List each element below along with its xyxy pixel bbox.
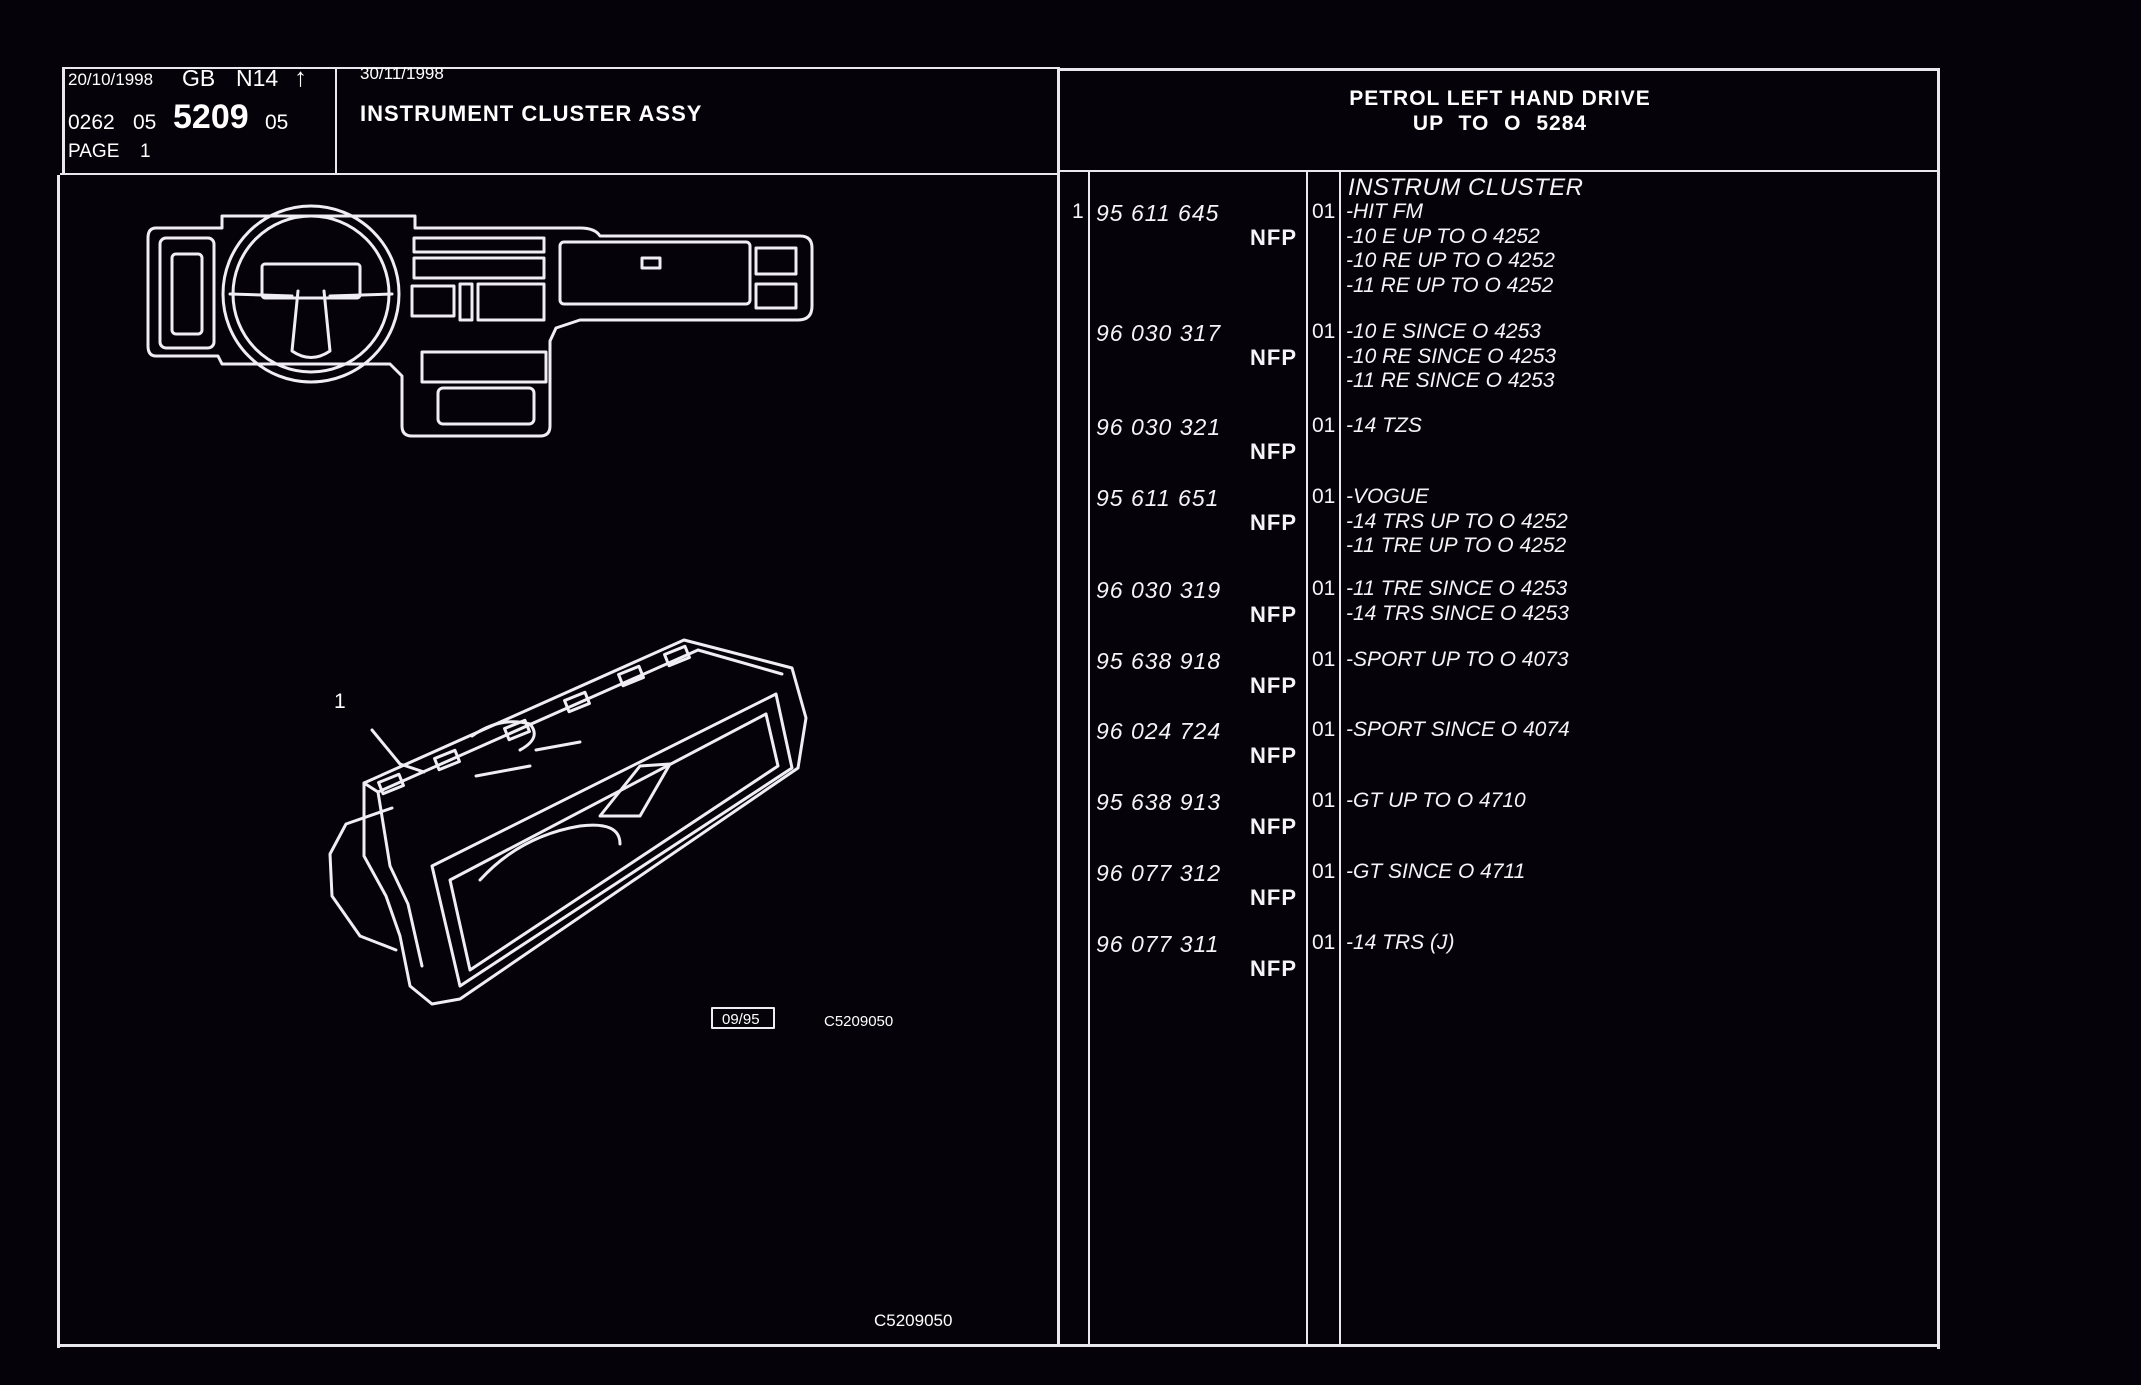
page-title: INSTRUMENT CLUSTER ASSY [360,101,703,126]
parts-section-title: INSTRUM CLUSTER [1348,174,1584,201]
illustration: 1 09/95 C5209050 [146,204,893,1030]
cluster-drawing [328,638,808,1006]
part-quantity: 01 [1312,931,1336,954]
nfp-badge: NFP [1250,225,1297,250]
part-quantity: 01 [1312,789,1336,812]
callout-number: 1 [334,690,346,713]
date-box [711,1007,775,1029]
header-page-number: 1 [140,141,151,162]
nfp-badge: NFP [1250,345,1297,370]
main-col-divider [1057,67,1060,1346]
part-ref-number: 1 [1072,200,1084,223]
header-doc-group: 05 [133,111,157,134]
nfp-badge: NFP [1250,673,1297,698]
part-number: 96 077 311 [1096,931,1220,957]
header-date-left: 20/10/1998 [68,70,154,89]
nfp-badge: NFP [1250,956,1297,981]
part-description: -GT UP TO O 4710 [1346,789,1526,812]
header-doc-number: 5209 [173,98,249,136]
frame-top-right [1060,68,1940,71]
header-market-code: GB [182,65,216,91]
dashboard-drawing [146,204,814,438]
part-quantity: 01 [1312,577,1336,600]
part-number: 96 077 312 [1096,860,1222,886]
parts-col-ref [1088,170,1090,1346]
nfp-badge: NFP [1250,439,1297,464]
part-description: -HIT FM -10 E UP TO O 4252 -10 RE UP TO … [1346,200,1555,297]
footer-ref: C5209050 [874,1311,953,1330]
nfp-badge: NFP [1250,885,1297,910]
part-description: -GT SINCE O 4711 [1346,860,1526,883]
part-quantity: 01 [1312,320,1336,343]
part-description: -VOGUE -14 TRS UP TO O 4252 -11 TRE UP T… [1346,485,1568,557]
part-quantity: 01 [1312,860,1336,883]
part-description: -11 TRE SINCE O 4253 -14 TRS SINCE O 425… [1346,577,1569,625]
part-description: -14 TZS [1346,414,1422,437]
header-col-divider [335,67,337,173]
part-description: -14 TRS (J) [1346,931,1455,954]
part-description: -SPORT UP TO O 4073 [1346,648,1569,671]
part-number: 96 024 724 [1096,718,1222,744]
frame-bottom [57,1344,1940,1347]
frame-left-bottom [57,175,60,1348]
nfp-badge: NFP [1250,814,1297,839]
callout-leader [370,728,426,774]
nfp-badge: NFP [1250,743,1297,768]
nfp-badge: NFP [1250,510,1297,535]
nfp-badge: NFP [1250,602,1297,627]
frame-right [1937,68,1940,1349]
part-number: 96 030 319 [1096,577,1222,603]
frame-left-top [62,67,65,175]
part-number: 96 030 317 [1096,320,1222,346]
part-quantity: 01 [1312,718,1336,741]
part-number: 96 030 321 [1096,414,1222,440]
parts-col-qty-left [1306,170,1308,1346]
frame-top-left [62,67,1060,69]
part-description: -10 E SINCE O 4253 -10 RE SINCE O 4253 -… [1346,320,1557,392]
part-quantity: 01 [1312,414,1336,437]
part-number: 95 638 918 [1096,648,1222,674]
parts-col-qty-right [1339,170,1341,1346]
header-arrow-icon: ↑ [294,62,307,92]
part-description: -SPORT SINCE O 4074 [1346,718,1570,741]
header-page-label: PAGE [68,141,120,162]
part-quantity: 01 [1312,485,1336,508]
header-doc-prefix: 0262 [68,111,115,134]
variant-line2: UP TO O 5284 [1412,112,1588,135]
header-divider-right [1060,170,1939,172]
variant-line1: PETROL LEFT HAND DRIVE [1349,87,1651,110]
part-number: 95 611 651 [1096,485,1220,511]
drawing-ref: C5209050 [824,1013,893,1030]
part-quantity: 01 [1312,648,1336,671]
header-divider-left [60,173,1060,175]
part-quantity: 01 [1312,200,1336,223]
part-number: 95 638 913 [1096,789,1222,815]
header-model-code: N14 [236,65,279,91]
date-box-text: 09/95 [722,1011,760,1028]
header-date-right: 30/11/1998 [360,64,444,83]
header-doc-suffix: 05 [265,111,289,134]
part-number: 95 611 645 [1096,200,1220,226]
